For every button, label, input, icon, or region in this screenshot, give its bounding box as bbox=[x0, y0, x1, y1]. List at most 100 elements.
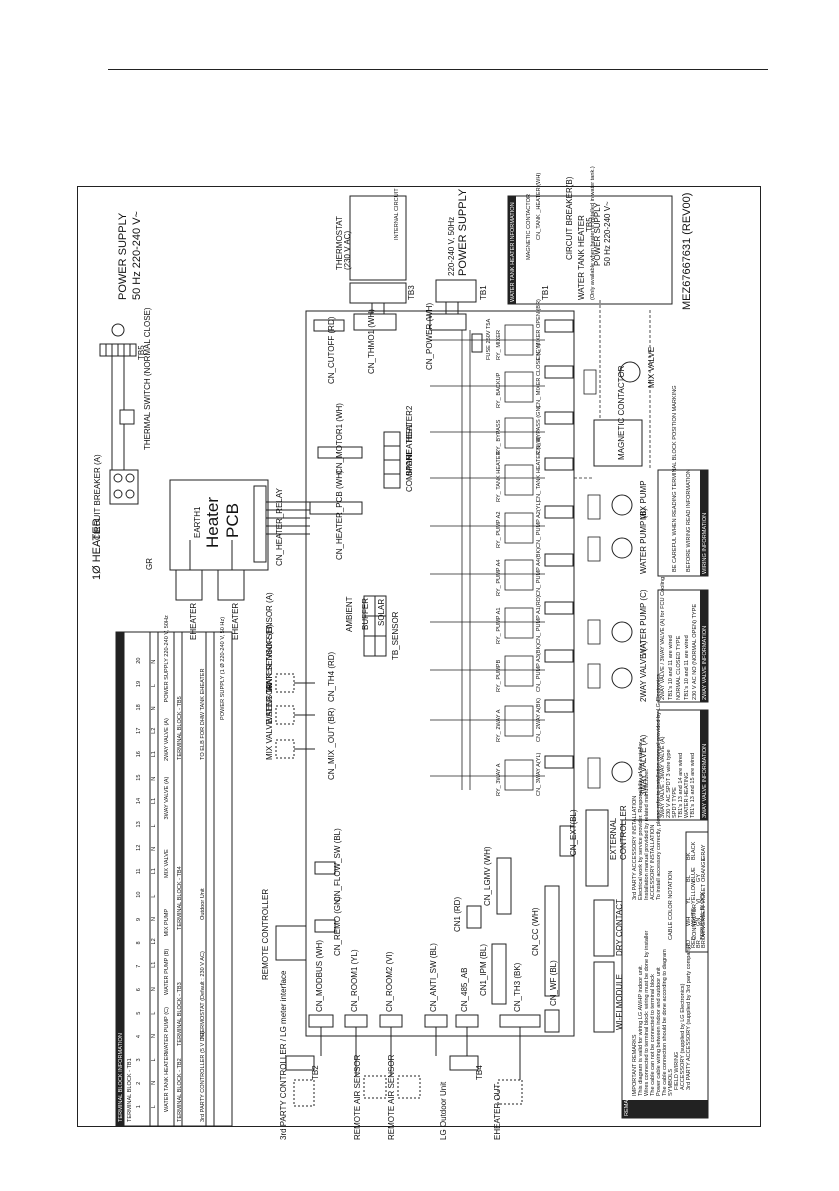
cn1-ipm-label: CN1_IPM (BL) bbox=[479, 944, 488, 996]
external-controller-box bbox=[585, 809, 609, 887]
cn1-label: CN1 (RD) bbox=[453, 897, 462, 932]
thermostat-spec: (230 V AC) bbox=[343, 231, 352, 270]
remote-air-sensor-2 bbox=[397, 1075, 421, 1099]
water-pump-c-motor bbox=[611, 621, 633, 643]
threeway-line-6: TB1's 13 and 15 are wired bbox=[690, 753, 696, 818]
tb1-group-label: WATER PUMP (B) bbox=[164, 949, 170, 995]
circuit-breaker-a bbox=[109, 469, 139, 505]
cn-heater-pcb-block bbox=[309, 501, 363, 515]
relay-cn-8: CN_ 2WAY A(BK) bbox=[536, 698, 542, 742]
cable-color-cell: YELLOW bbox=[691, 880, 697, 904]
tb1-value: N bbox=[151, 1081, 157, 1085]
cable-color-cell: BK bbox=[686, 852, 692, 860]
cable-color-cell: BLACK bbox=[691, 841, 697, 860]
eheater-out bbox=[497, 1079, 523, 1105]
cable-color-cell: ORANGE bbox=[701, 857, 707, 882]
cable-color-cell: VI bbox=[696, 898, 702, 904]
left-label-room2: REMOTE AIR SENSOR bbox=[387, 1054, 396, 1140]
cn-tail-label-ext: CN_EXT(BL) bbox=[569, 809, 578, 856]
tb1-right bbox=[583, 369, 601, 789]
remarks-accessory: ACCESSORY INSTALLATION bbox=[650, 825, 656, 900]
cn-flow-sw-label: CN_FLOW_SW (BL) bbox=[333, 828, 342, 902]
cable-color-cell: WH bbox=[686, 917, 692, 926]
relay-cn-5: CN_ PUMP A4(BK) bbox=[536, 548, 542, 596]
tb1-number: 20 bbox=[136, 657, 142, 663]
twoway-line-1: 2WAY VALVE / 3WAY VALVE (A) for FCU Cool… bbox=[660, 577, 666, 700]
relay-boxes bbox=[504, 324, 534, 791]
header-rule bbox=[108, 69, 768, 70]
tank-info-contactor: MAGNETIC CONTACTOR bbox=[526, 194, 532, 260]
threeway-line-3: SPDT TYPE bbox=[672, 787, 678, 818]
threeway-line-4: TB1's 13 and 14 are wired bbox=[678, 753, 684, 818]
model-code: MEZ67667631 (REV00) bbox=[681, 193, 693, 310]
tb1-value: N bbox=[151, 660, 157, 664]
wifi-module-box bbox=[593, 961, 615, 1033]
tb1-number: 18 bbox=[136, 704, 142, 710]
relay-cn-1: CN_ MIXER CLOSE (GY) bbox=[536, 344, 542, 408]
tank-info-header: WATER TANK HEATER INFORMATION bbox=[510, 202, 516, 302]
cn-room1-block bbox=[344, 1014, 368, 1028]
tb3-label: TB3 bbox=[407, 285, 416, 300]
tb5-desc2: POWER SUPPLY (1 Ø 220-240 V, 50 Hz) bbox=[220, 617, 226, 720]
tb1-value: L1 bbox=[151, 962, 157, 968]
cn-cc-block bbox=[544, 885, 560, 997]
water-tank-sensor-b bbox=[275, 705, 295, 725]
mix-valve-sensor bbox=[275, 739, 295, 759]
tb-info-title: TERMINAL BLOCK INFORMATION bbox=[118, 1033, 124, 1122]
remarks-third-line-1: Electrical work by service provider. Res… bbox=[638, 740, 644, 900]
remarks-important: IMPORTANT REMARKS bbox=[632, 1034, 638, 1096]
tb1-value: L bbox=[151, 824, 157, 827]
remote-air-sensor-1 bbox=[363, 1075, 387, 1099]
fuse-label: FUSE 250V T5A bbox=[486, 318, 492, 360]
tb1-group-label: 2WAY VALVE (A) bbox=[164, 718, 170, 761]
relay-cn-9: CN_ 3WAY A(YL) bbox=[536, 752, 542, 796]
remarks-line-5: The cable connection should be done acco… bbox=[662, 949, 668, 1096]
cn-cutoff-block bbox=[313, 319, 345, 332]
heater-title: 1Ø HEATER bbox=[91, 518, 103, 580]
remarks-header: REMARKS bbox=[624, 1088, 630, 1116]
tb4-desc: Outdoor Unit bbox=[200, 888, 206, 920]
tb1-group-label: POWER SUPPLY 220-240 V, 50Hz bbox=[164, 615, 170, 702]
remarks-third-line-2: Installation manual provided by related … bbox=[644, 768, 650, 900]
tb1-value: L bbox=[151, 895, 157, 898]
tank-info-supply-spec: 50 Hz 220-240 V~ bbox=[603, 201, 612, 266]
heater-relay-common: COMMON bbox=[405, 454, 414, 492]
relay-column bbox=[544, 319, 574, 769]
sensor-mix-valve: MIX VALVE SENSOR bbox=[265, 683, 274, 760]
color-table bbox=[685, 831, 709, 953]
thermal-switch-label: THERMAL SWITCH (NORMAL CLOSE) bbox=[143, 307, 152, 450]
relay-cn-6: CN_ PUMP A1(RD) bbox=[536, 595, 542, 644]
cable-color-cell: BR bbox=[696, 940, 702, 948]
tb1-value: N bbox=[151, 706, 157, 710]
left-label-tb2: TB2 bbox=[311, 1065, 320, 1080]
remarks-symbol-1: FIELD WIRING bbox=[674, 1052, 680, 1090]
tb3-title: TERMINAL BLOCK - TB3 bbox=[177, 982, 183, 1046]
device-mix-pump: MIX PUMP bbox=[639, 480, 648, 520]
thermostat-label: THERMOSTAT bbox=[335, 216, 344, 270]
cn-ext-block bbox=[559, 825, 575, 857]
wiring-header: WIRING INFORMATION bbox=[702, 513, 708, 574]
cn-remo-label: CN_REMO (GN) bbox=[333, 896, 342, 956]
cn-room1-label: CN_ROOM1 (YL) bbox=[350, 949, 359, 1012]
relay-label-7: RY_ PUMPB bbox=[496, 660, 502, 692]
tb1-group-label: 3WAY VALVE (A) bbox=[164, 776, 170, 819]
cable-color-cell: RED bbox=[691, 936, 697, 948]
dry-contact-box bbox=[593, 899, 615, 957]
cn-motor1-block bbox=[317, 446, 363, 459]
power-supply-mid-spec: 220-240 V, 50Hz bbox=[447, 217, 456, 276]
left-label-room1: REMOTE AIR SENSOR bbox=[353, 1054, 362, 1140]
tb1-group-label: WATER TANK HEATER bbox=[164, 1053, 170, 1112]
main-pcb bbox=[305, 310, 575, 1037]
tb2-block bbox=[285, 1055, 315, 1071]
remarks-symbols: SYMBOLS bbox=[668, 1069, 674, 1096]
device-water-pump-c: WATER PUMP (C) bbox=[639, 589, 648, 656]
cn-wf-label: CN_WF (BL) bbox=[549, 960, 558, 1006]
tb1-number: 11 bbox=[136, 868, 142, 874]
twoway-line-3: NORMAL CLOSED TYPE bbox=[676, 635, 682, 700]
remote-controller-label: REMOTE CONTROLLER bbox=[261, 889, 270, 980]
eheater-label-a: EHEATER bbox=[189, 603, 198, 640]
heater-pcb-label-1: Heater bbox=[203, 497, 222, 548]
cn-heater-pcb-label: CN_HEATER_PCB (WH) bbox=[335, 470, 344, 560]
cn-flow-sw-block bbox=[314, 861, 336, 875]
cn-th3-label: CN_TH3 (BK) bbox=[513, 962, 522, 1012]
